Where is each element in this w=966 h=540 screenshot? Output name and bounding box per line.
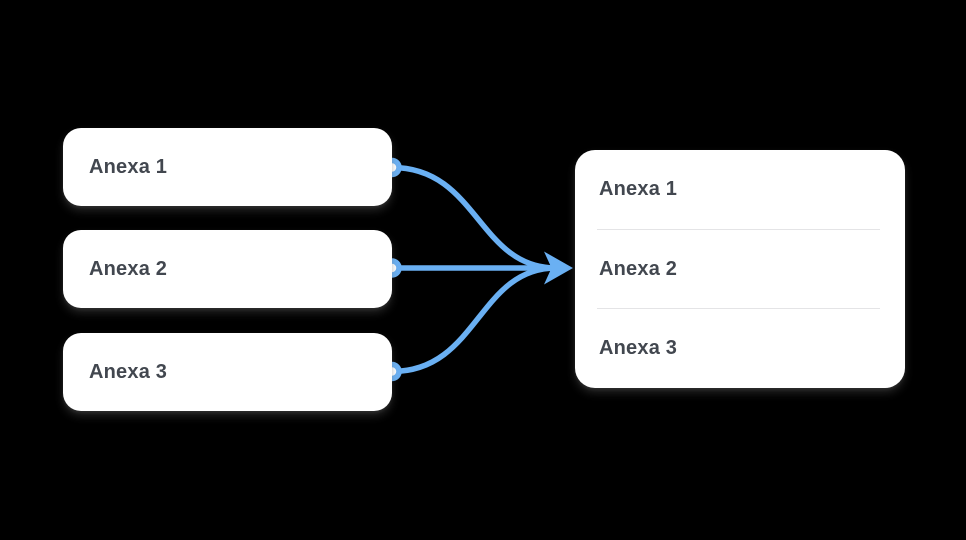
source-node-label: Anexa 3 [89, 360, 168, 383]
source-node-anexa-1[interactable]: Anexa 1 [63, 128, 392, 206]
target-row-anexa-3: Anexa 3 [575, 309, 905, 388]
target-row-anexa-1: Anexa 1 [575, 150, 905, 229]
edge-anexa1-to-target [389, 164, 559, 271]
row-divider [597, 228, 880, 230]
row-divider [597, 308, 880, 310]
source-node-label: Anexa 1 [89, 155, 168, 178]
target-row-label: Anexa 1 [599, 177, 678, 200]
target-row-anexa-2: Anexa 2 [575, 230, 905, 309]
edge-anexa3-to-target [389, 265, 559, 375]
arrowhead-icon [544, 251, 573, 285]
source-node-anexa-2[interactable]: Anexa 2 [63, 230, 392, 308]
target-node[interactable]: Anexa 1 Anexa 2 Anexa 3 [575, 150, 905, 388]
target-row-label: Anexa 3 [599, 337, 678, 360]
source-node-label: Anexa 2 [89, 257, 168, 280]
source-node-anexa-3[interactable]: Anexa 3 [63, 333, 392, 411]
target-row-label: Anexa 2 [599, 257, 678, 280]
